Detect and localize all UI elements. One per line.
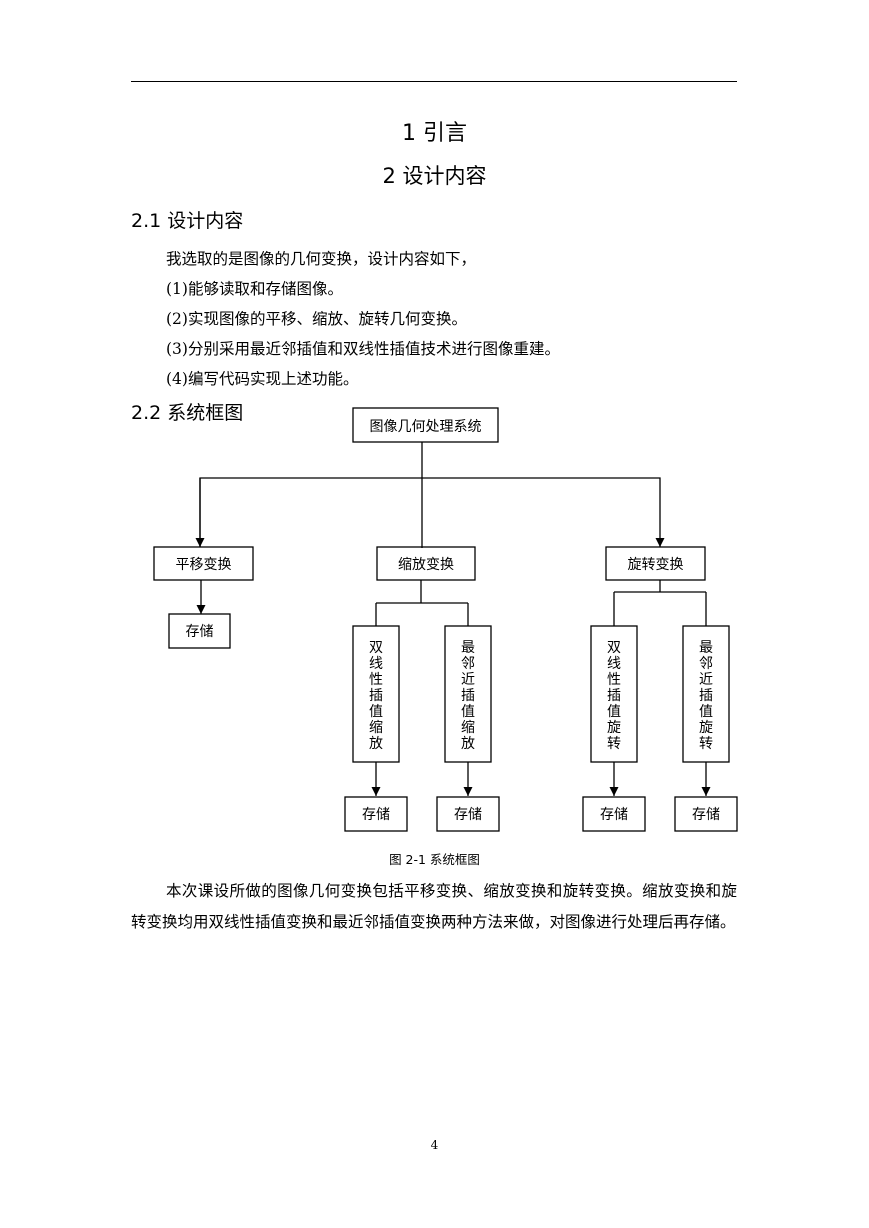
store-label: 存储 [454, 807, 482, 823]
section-heading-2-2: 2.2 系统框图 [131, 402, 244, 424]
translate-label: 平移变换 [176, 556, 232, 573]
rotate-box [605, 546, 706, 581]
store-label: 存储 [186, 624, 214, 640]
connector-line [199, 477, 665, 547]
store-label: 存储 [362, 807, 390, 823]
store-box [168, 613, 231, 649]
design-list-item: (3)分别采用最近邻插值和双线性插值技术进行图像重建。 [166, 340, 560, 358]
root-label: 图像几何处理系统 [370, 419, 482, 435]
store-box [436, 796, 500, 832]
rotate-nearest-box [682, 625, 730, 763]
section-heading-2-1: 2.1 设计内容 [131, 210, 244, 232]
scale-box [376, 546, 476, 581]
rotate-bilinear-box [590, 625, 638, 763]
design-list-item: (2)实现图像的平移、缩放、旋转几何变换。 [166, 310, 467, 328]
figure-caption: 图 2-1 系统框图 [389, 852, 480, 867]
page-number: 4 [430, 1138, 439, 1152]
root-box [352, 407, 499, 443]
chapter-heading-design: 2 设计内容 [382, 164, 487, 188]
rotate-label: 旋转变换 [628, 556, 684, 573]
store-box [344, 796, 408, 832]
rotate-bilinear-label: 双线性插值旋转 [607, 640, 621, 752]
scale-bilinear-box [352, 625, 400, 763]
design-list-intro: 我选取的是图像的几何变换，设计内容如下， [166, 250, 477, 268]
scale-label: 缩放变换 [398, 556, 454, 573]
scale-nearest-box [444, 625, 492, 763]
store-label: 存储 [692, 807, 720, 823]
scale-nearest-label: 最邻近插值缩放 [461, 640, 475, 752]
translate-box [153, 546, 254, 581]
store-box [674, 796, 738, 832]
header-rule [131, 81, 737, 82]
store-label: 存储 [600, 807, 628, 823]
body-paragraph: 本次课设所做的图像几何变换包括平移变换、缩放变换和旋转变换。缩放变换和旋转变换均… [131, 882, 737, 931]
store-box [582, 796, 646, 832]
design-list-item: (1)能够读取和存储图像。 [166, 280, 343, 298]
chapter-heading-intro: 1 引言 [402, 121, 467, 146]
rotate-nearest-label: 最邻近插值旋转 [699, 640, 713, 752]
scale-bilinear-label: 双线性插值缩放 [369, 640, 383, 752]
design-list-item: (4)编写代码实现上述功能。 [166, 370, 359, 388]
